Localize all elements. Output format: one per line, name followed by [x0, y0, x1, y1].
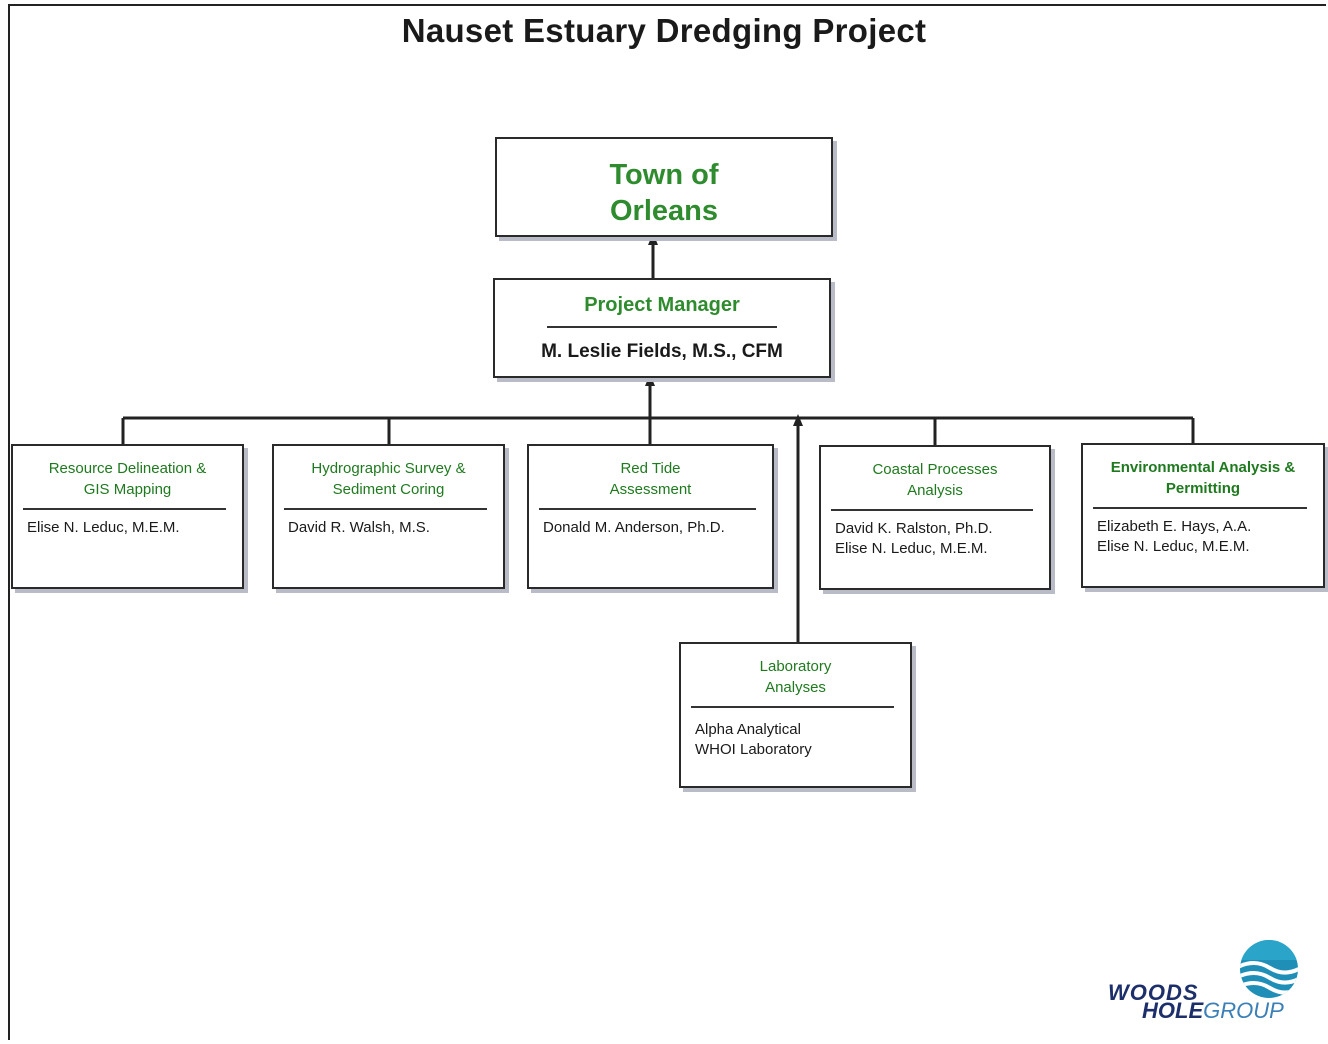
- project-manager-box: Project Manager M. Leslie Fields, M.S., …: [493, 278, 831, 378]
- divider: [547, 326, 777, 328]
- red-tide-box: Red Tide Assessment Donald M. Anderson, …: [527, 444, 774, 589]
- divider: [23, 508, 226, 510]
- coastal-processes-box: Coastal Processes Analysis David K. Rals…: [819, 445, 1051, 590]
- page-frame: [8, 4, 1326, 1040]
- town-of-orleans-box: Town of Orleans: [495, 137, 833, 237]
- team-member: Elise N. Leduc, M.E.M.: [835, 540, 988, 557]
- team-member: David R. Walsh, M.S.: [288, 519, 430, 536]
- logo-word-hole: HOLE: [1142, 998, 1204, 1023]
- lab-name: WHOI Laboratory: [695, 741, 812, 758]
- team-role-line: Sediment Coring: [332, 481, 445, 498]
- resource-delineation-box: Resource Delineation & GIS Mapping Elise…: [11, 444, 244, 589]
- arrowhead-lab: [793, 414, 803, 426]
- team-role-line: Hydrographic Survey &: [311, 460, 466, 477]
- woods-hole-group-logo: WOODS HOLEGROUP: [1100, 936, 1320, 1028]
- hydrographic-survey-box: Hydrographic Survey & Sediment Coring Da…: [272, 444, 505, 589]
- divider: [1093, 507, 1307, 509]
- team-role-line: GIS Mapping: [83, 481, 172, 498]
- chart-title: Nauset Estuary Dredging Project: [401, 12, 927, 49]
- divider: [284, 508, 487, 510]
- arrowhead-pm: [645, 374, 655, 386]
- town-line1: Town of: [609, 159, 719, 191]
- project-manager-name: M. Leslie Fields, M.S., CFM: [541, 341, 783, 362]
- environmental-analysis-box: Environmental Analysis & Permitting Eliz…: [1081, 443, 1325, 588]
- logo-word-woods: WOODS: [1108, 980, 1199, 1005]
- logo-word-holegroup: HOLEGROUP: [1142, 998, 1284, 1024]
- divider: [691, 706, 894, 708]
- team-role-line: Red Tide: [620, 460, 681, 477]
- divider: [831, 509, 1033, 511]
- team-member: Elizabeth E. Hays, A.A.: [1097, 518, 1252, 535]
- wave-globe-icon: [1240, 940, 1298, 998]
- divider: [539, 508, 756, 510]
- team-member: Donald M. Anderson, Ph.D.: [543, 519, 725, 536]
- team-role-line: Coastal Processes: [872, 461, 998, 478]
- team-role-line: Laboratory: [759, 658, 832, 675]
- logo-word-group: GROUP: [1203, 998, 1284, 1023]
- team-role-line: Resource Delineation &: [48, 460, 207, 477]
- team-member: Elise N. Leduc, M.E.M.: [1097, 538, 1250, 555]
- project-manager-role: Project Manager: [584, 294, 740, 316]
- team-member: Elise N. Leduc, M.E.M.: [27, 519, 180, 536]
- team-role-line: Environmental Analysis &: [1110, 459, 1296, 476]
- team-role-line: Analyses: [765, 679, 826, 696]
- laboratory-analyses-box: Laboratory Analyses Alpha Analytical WHO…: [679, 642, 912, 788]
- team-role-line: Assessment: [609, 481, 692, 498]
- team-member: David K. Ralston, Ph.D.: [835, 520, 993, 537]
- lab-name: Alpha Analytical: [695, 721, 801, 738]
- team-role-line: Permitting: [1165, 480, 1241, 497]
- town-line2: Orleans: [610, 195, 718, 227]
- team-role-line: Analysis: [907, 482, 963, 499]
- arrowhead-town: [648, 233, 658, 245]
